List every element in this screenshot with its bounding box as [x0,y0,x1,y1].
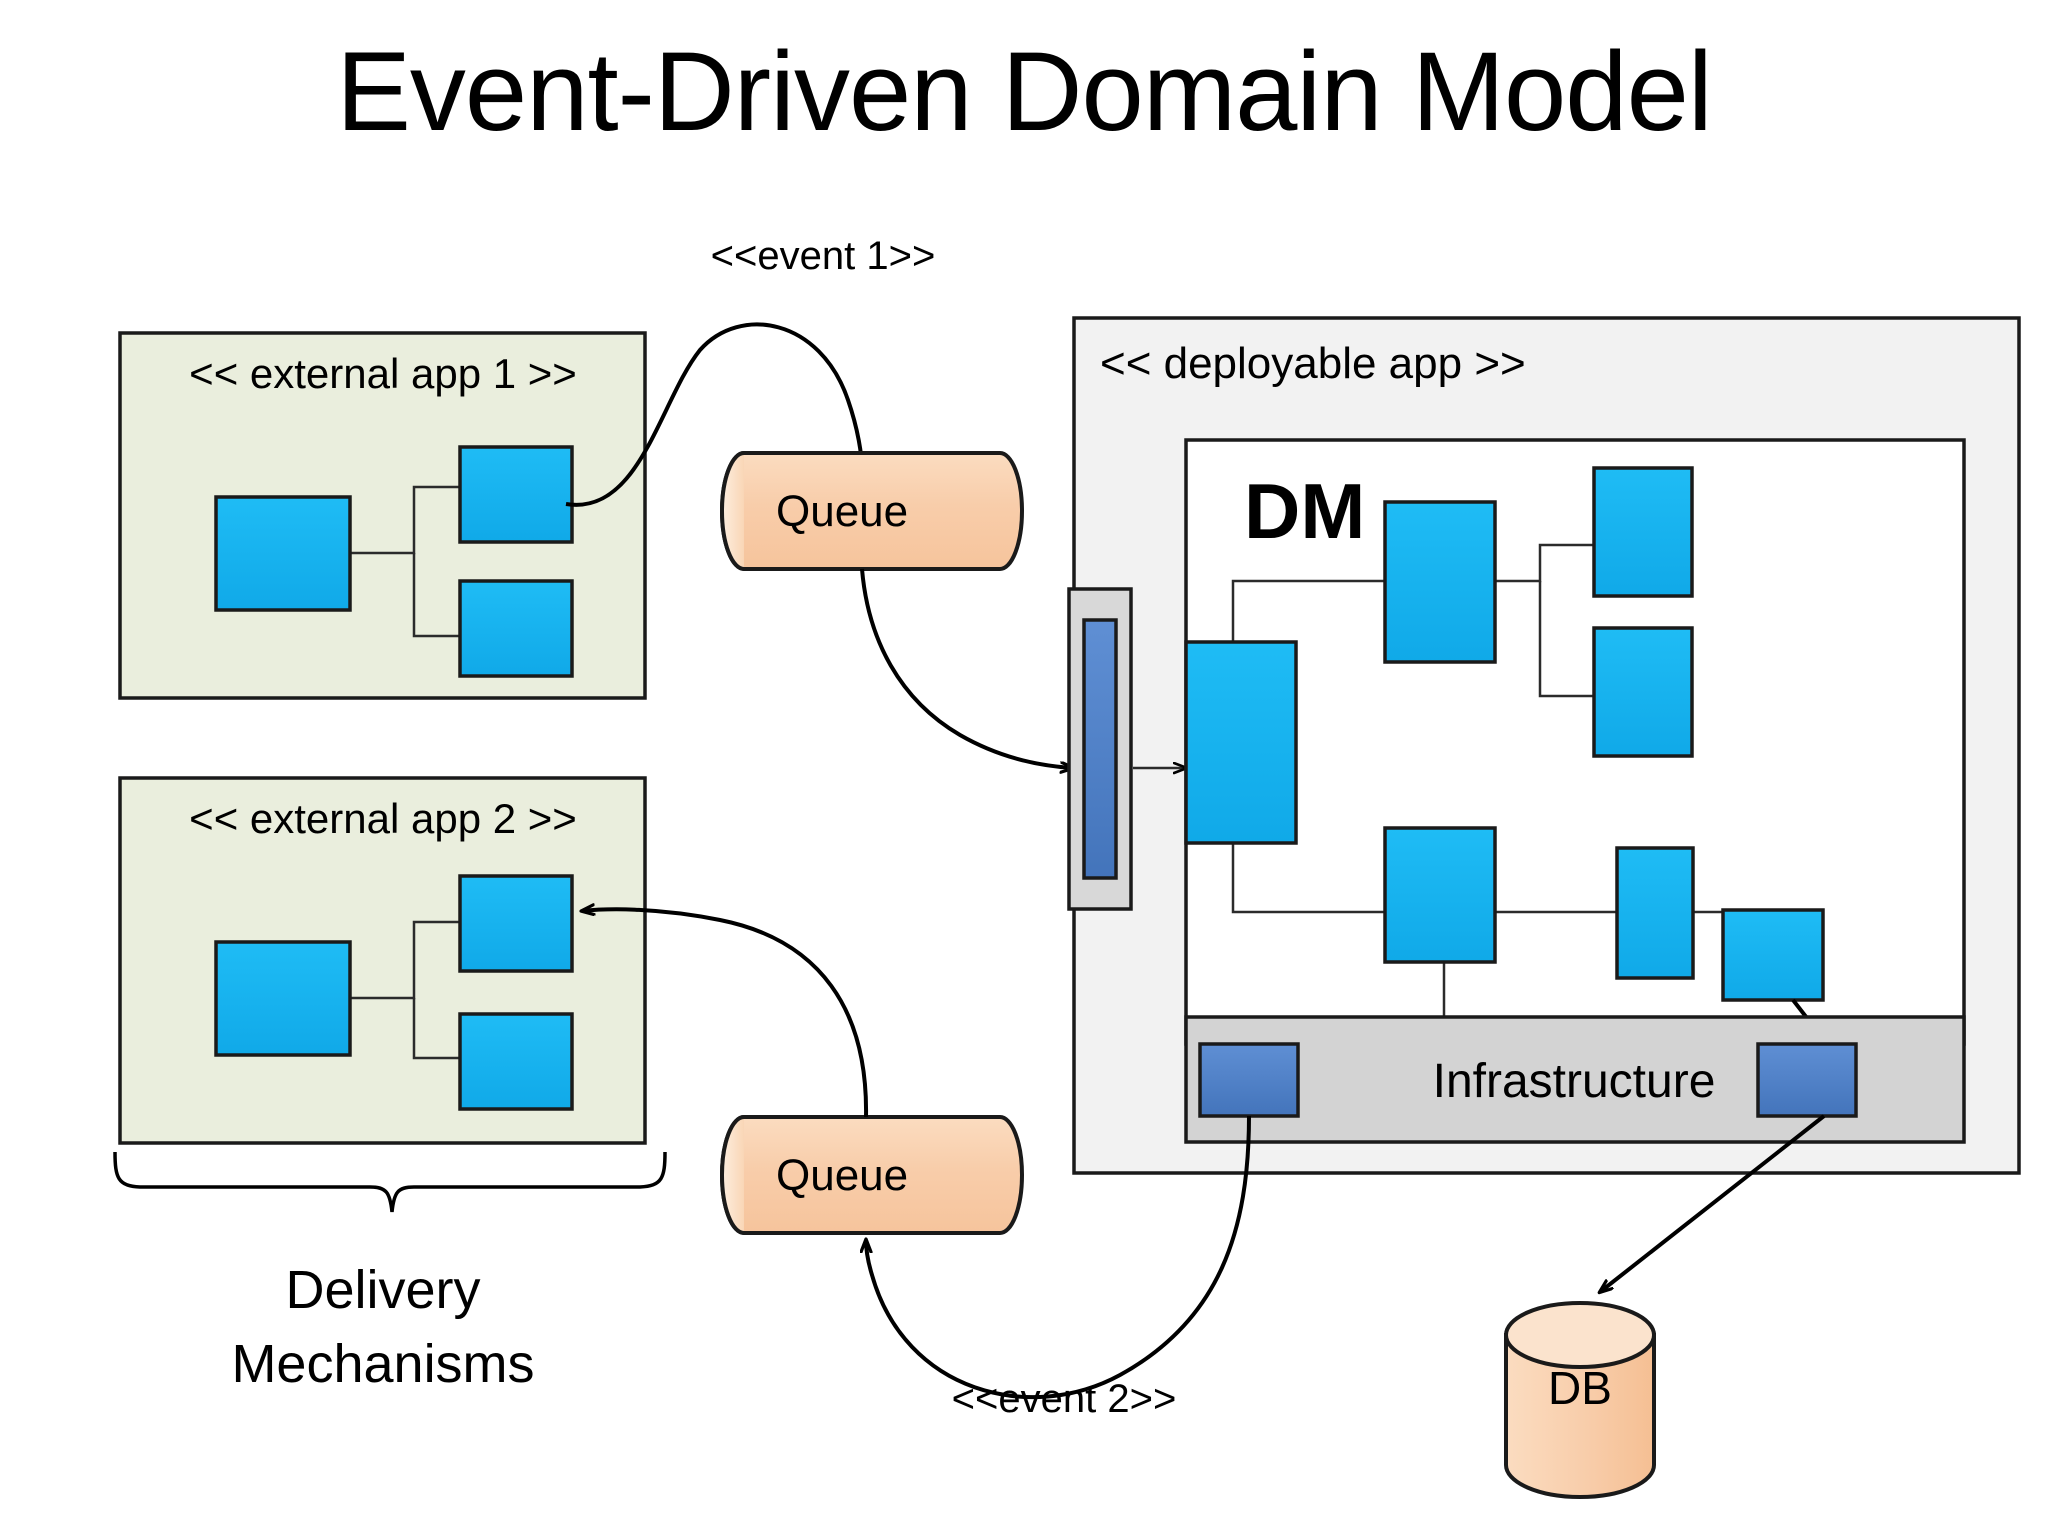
deployable-app-label: << deployable app >> [1100,339,1526,388]
flow-infrastructure-to-queue-bottom [866,1115,1251,1400]
inbound-adapter-group [1067,587,1133,911]
page-title: Event-Driven Domain Model [336,29,1712,154]
infrastructure-port-right [1756,1042,1858,1118]
database-group: DB [1504,1301,1656,1499]
delivery-mechanisms-label-line1: Delivery [285,1260,480,1320]
flow-queue-bottom-to-external-app-2 [582,909,869,1118]
external-app-1-node-left [214,495,352,612]
domain-model-label: DM [1244,467,1365,555]
dm-node-entry [1184,640,1298,845]
database-body [1504,1333,1656,1499]
queue-bottom-label: Queue [776,1151,908,1200]
dm-node-center-upper [1383,500,1497,664]
delivery-mechanisms-brace [113,1151,667,1213]
external-app-2-group: << external app 2 >> [118,776,647,1145]
external-app-2-node-lower-right [458,1012,574,1111]
domain-model-container [1184,438,1966,1046]
event-1-label: <<event 1>> [711,234,936,278]
dm-connector-entry-to-center-lower [1231,843,1385,914]
database-label: DB [1548,1362,1612,1414]
flow-infrastructure-to-database [1600,1114,1826,1292]
dm-node-upper-right [1592,466,1694,598]
queue-bottom-group: Queue [720,1115,1024,1235]
queue-top-label: Queue [776,487,908,536]
external-app-1-label: << external app 1 >> [189,350,577,397]
database-top-cap [1504,1301,1656,1369]
dm-connector-entry-to-center-upper [1231,579,1385,642]
external-app-2-connector-lower [412,998,460,1060]
inbound-adapter-inner [1082,618,1118,880]
flow-queue-top-to-adapter [860,568,1073,768]
domain-model-group: DM [1184,438,1966,1090]
external-app-2-node-upper-right [458,874,574,973]
dm-node-center-lower [1383,826,1497,964]
external-app-1-node-lower-right [458,579,574,678]
deployable-app-group: << deployable app >> DM [1067,316,2021,1175]
external-app-1-node-upper-right [458,445,574,544]
event-2-label: <<event 2>> [952,1377,1177,1421]
infrastructure-label: Infrastructure [1433,1055,1716,1108]
delivery-mechanisms-label-line2: Mechanisms [231,1334,534,1394]
external-app-1-group: << external app 1 >> [118,331,647,700]
queue-bottom-cap [720,1115,745,1235]
external-app-2-connector-upper [350,920,460,1000]
external-app-2-node-left [214,940,352,1057]
flow-external-app-1-to-queue-top [565,322,862,507]
dm-node-lower-right-small [1615,846,1695,980]
queue-top-group: Queue [720,451,1024,571]
delivery-mechanisms-group: Delivery Mechanisms [113,1151,667,1394]
dm-connector-center-upper-to-mid-right [1538,581,1594,698]
dm-node-lower-right-corner [1721,908,1825,1002]
external-app-1-connector-lower [412,553,460,638]
dm-node-mid-right [1592,626,1694,758]
infrastructure-port-left [1198,1042,1300,1118]
external-app-1-connector-upper [350,485,460,555]
external-app-2-label: << external app 2 >> [189,795,577,842]
infrastructure-group: Infrastructure [1184,1015,1966,1144]
queue-top-cap [720,451,745,571]
